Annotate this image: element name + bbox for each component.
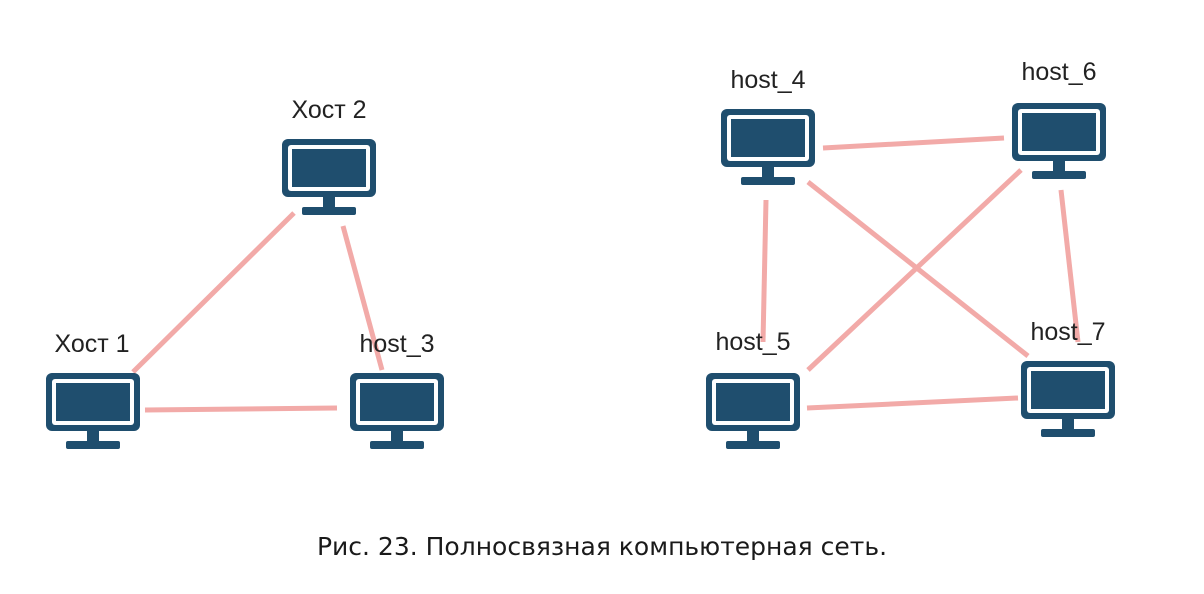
network-link-h1-h2 [131, 211, 296, 374]
network-link-h2-h3 [340, 225, 385, 371]
hosts-layer: Хост 1 Хост 2 host_3 host_4 host_5 host_6host… [46, 58, 1115, 449]
links-layer [131, 135, 1081, 413]
network-link-h4-h5 [760, 199, 769, 343]
computer-monitor-icon [350, 373, 444, 449]
host-label-h4: host_4 [730, 66, 805, 94]
host-label-h6: host_6 [1021, 58, 1096, 86]
computer-monitor-icon [1021, 361, 1115, 437]
network-link-h5-h7 [806, 395, 1019, 411]
host-label-h5: host_5 [715, 328, 790, 356]
network-link-h6-h5 [806, 168, 1023, 372]
computer-monitor-icon [1012, 103, 1106, 179]
computer-monitor-icon [46, 373, 140, 449]
host-node-h2: Хост 2 [282, 96, 376, 215]
host-node-h1: Хост 1 [46, 330, 140, 449]
host-node-h7: host_7 [1021, 318, 1115, 437]
network-link-h6-h7 [1058, 189, 1081, 343]
network-link-h4-h6 [822, 135, 1005, 151]
host-label-h2: Хост 2 [291, 96, 366, 124]
host-label-h3: host_3 [359, 330, 434, 358]
computer-monitor-icon [721, 109, 815, 185]
host-node-h3: host_3 [350, 330, 444, 449]
host-node-h5: host_5 [706, 328, 800, 449]
network-diagram: Хост 1 Хост 2 host_3 host_4 host_5 host_6host… [46, 58, 1115, 449]
host-node-h6: host_6 [1012, 58, 1106, 179]
host-label-h1: Хост 1 [54, 330, 129, 358]
network-link-h1-h3 [144, 405, 338, 413]
host-label-h7: host_7 [1030, 318, 1105, 346]
computer-monitor-icon [706, 373, 800, 449]
computer-monitor-icon [282, 139, 376, 215]
figure-caption: Рис. 23. Полносвязная компьютерная сеть. [316, 532, 888, 561]
host-node-h4: host_4 [721, 66, 815, 185]
